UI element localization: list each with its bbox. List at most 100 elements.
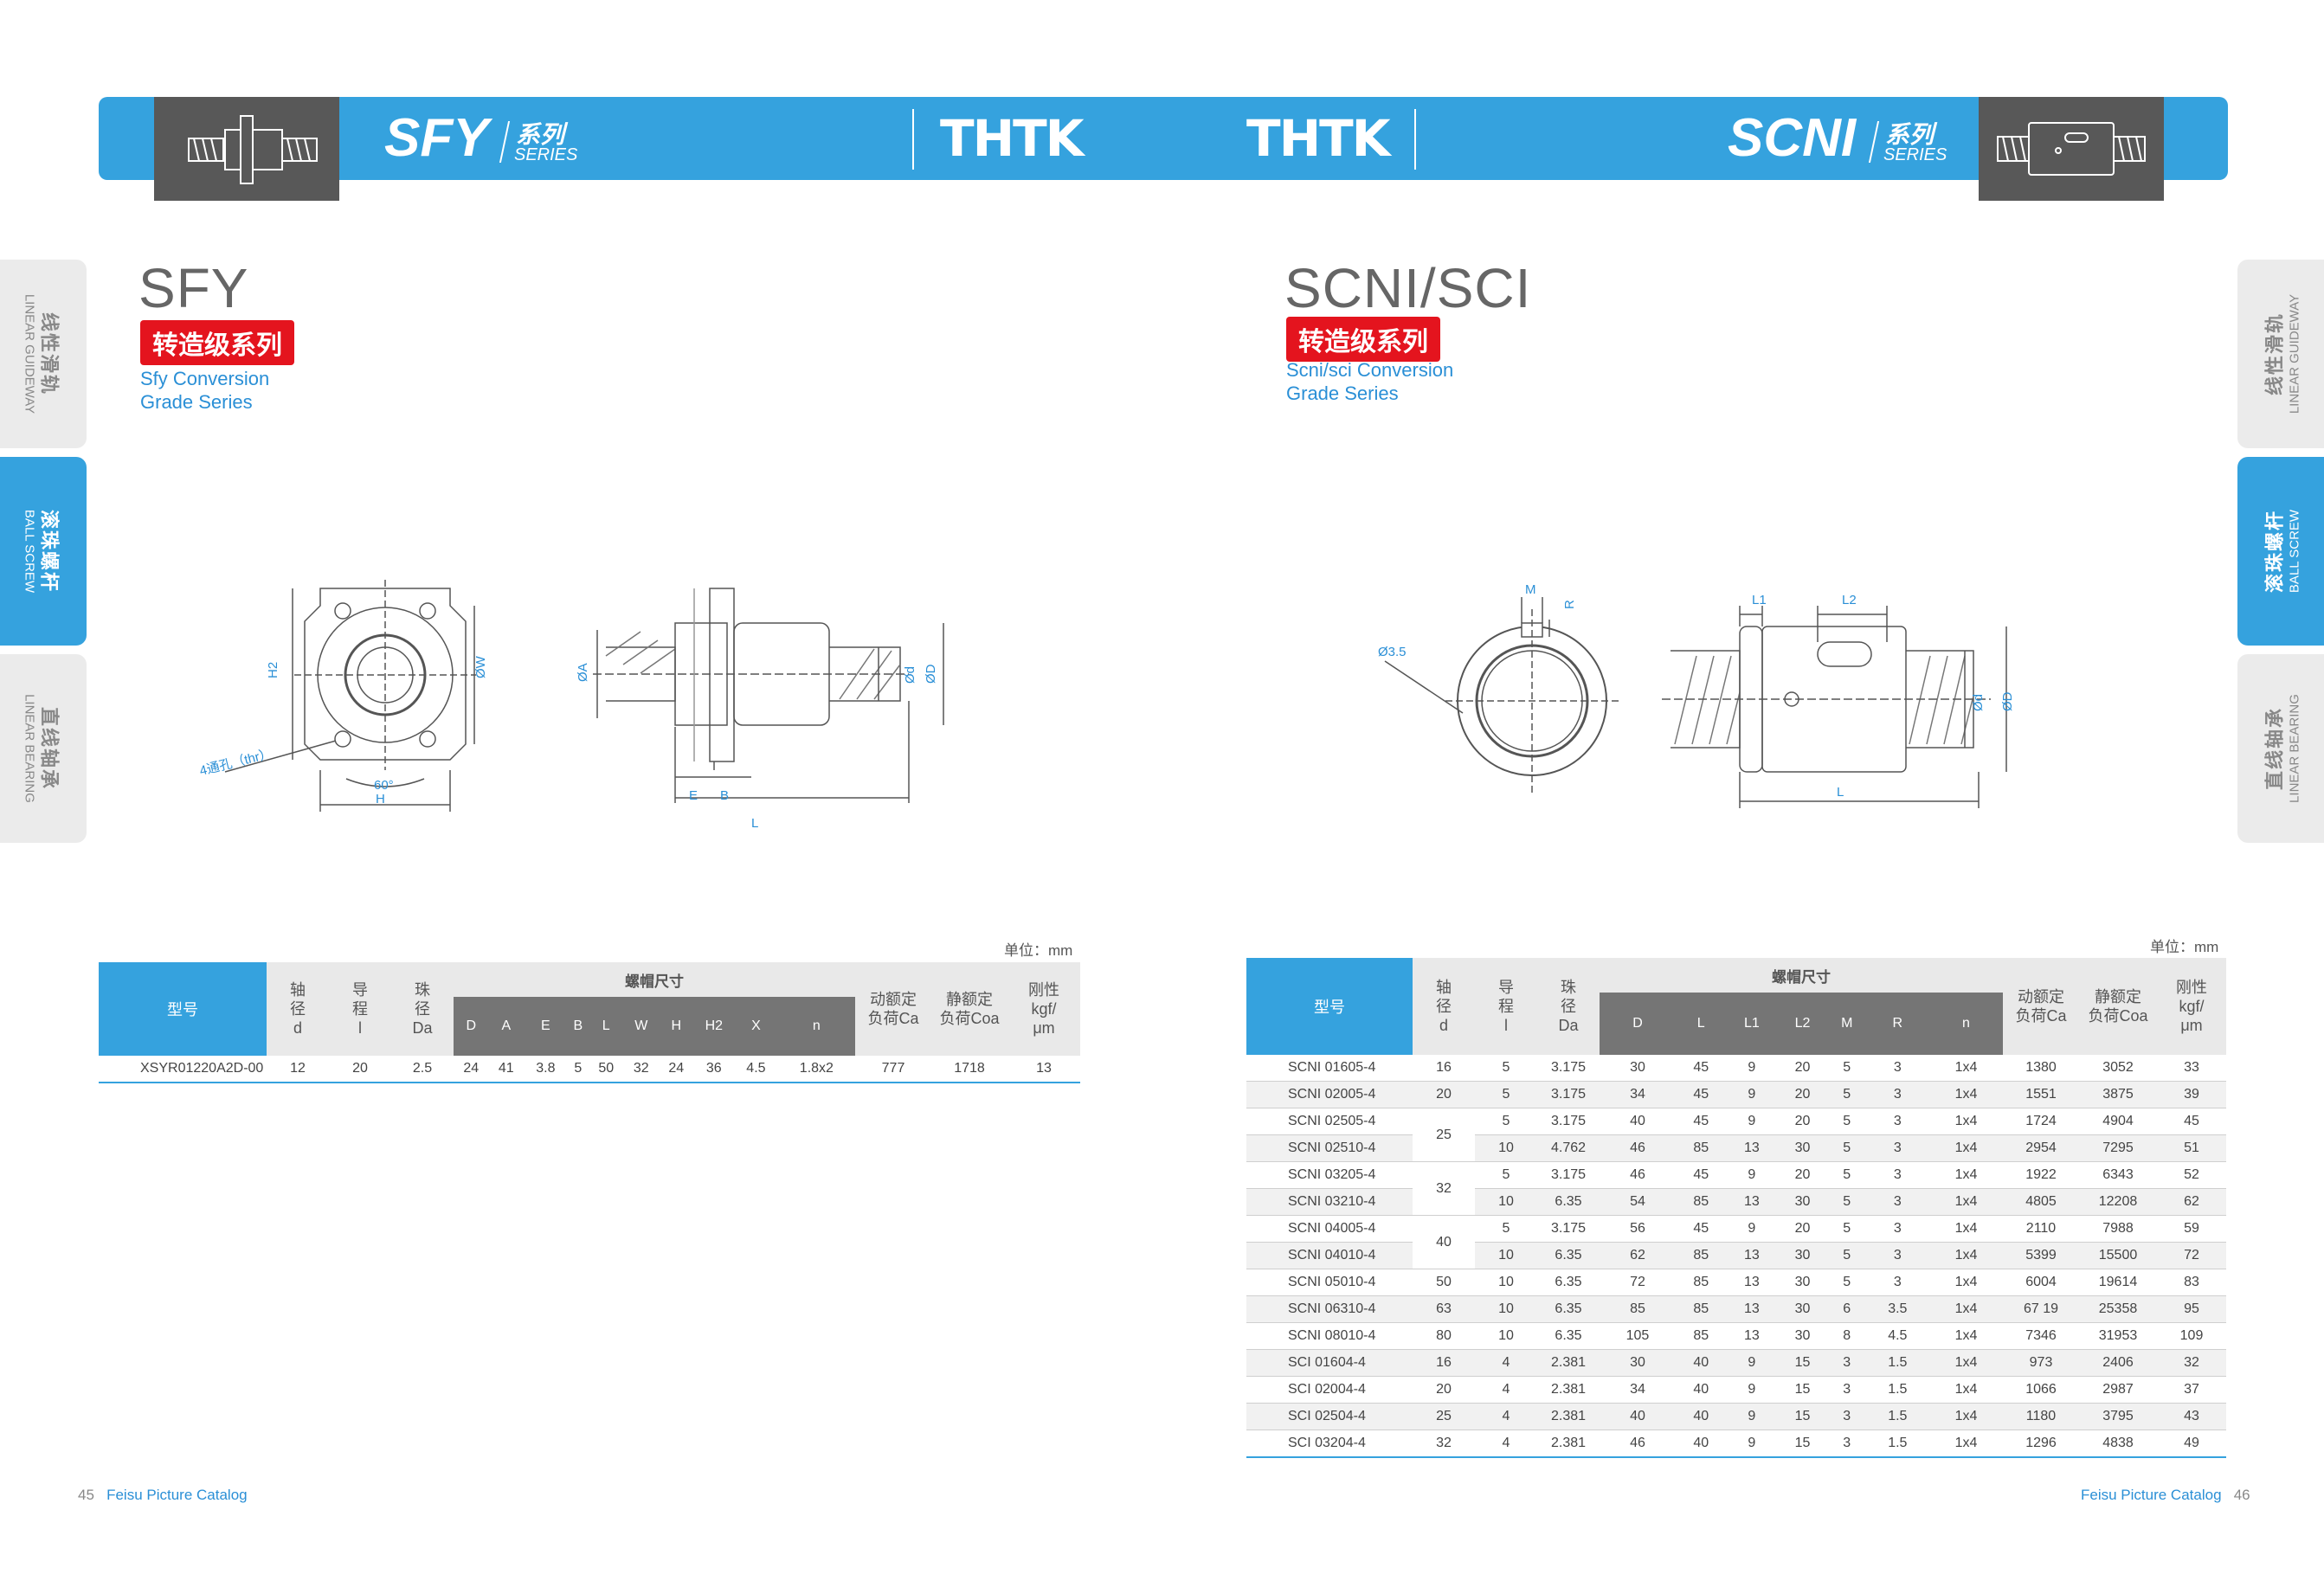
- brand-logo-right: THTK: [1246, 109, 1391, 168]
- header-text: 静额定: [946, 991, 993, 1008]
- table-cell: 85: [1675, 1242, 1727, 1269]
- table-cell: 7295: [2079, 1134, 2157, 1162]
- table-cell: 13: [1726, 1322, 1778, 1350]
- dim-col-header: n: [777, 997, 855, 1056]
- table-cell: 3: [1827, 1349, 1866, 1377]
- model-cell: SCI 03204-4: [1246, 1430, 1413, 1458]
- col-dynamic-load: 动额定负荷Ca: [855, 962, 931, 1056]
- col-static-load: 静额定负荷Coa: [931, 962, 1007, 1056]
- table-cell: 56: [1600, 1215, 1676, 1243]
- brand-logo-left: THTK: [940, 109, 1085, 168]
- table-cell: 4: [1475, 1376, 1537, 1404]
- table-cell: 52: [2157, 1161, 2226, 1189]
- table-cell: 5: [1827, 1055, 1866, 1082]
- dim-col-header: E: [524, 997, 568, 1056]
- model-cell: SCNI 01605-4: [1246, 1055, 1413, 1082]
- table-cell: 25358: [2079, 1295, 2157, 1323]
- left-footer: 45 Feisu Picture Catalog: [78, 1487, 248, 1504]
- table-cell: 3: [1865, 1081, 1929, 1108]
- tab-label-en: LINEAR GUIDEWAY: [2287, 293, 2302, 414]
- col-static-load: 静额定负荷Coa: [2079, 958, 2157, 1055]
- table-cell: 19614: [2079, 1269, 2157, 1296]
- table-cell: 72: [2157, 1242, 2226, 1269]
- table-cell: 20: [329, 1056, 391, 1083]
- table-cell: 10: [1475, 1322, 1537, 1350]
- table-cell: 4.762: [1537, 1134, 1600, 1162]
- table-cell: 5: [1475, 1161, 1537, 1189]
- table-cell: 32: [1413, 1161, 1475, 1216]
- right-grade-badge: 转造级系列: [1286, 317, 1440, 362]
- header-text: 刚性: [1028, 981, 1059, 999]
- table-cell: 24: [454, 1056, 489, 1083]
- table-cell: 5: [1475, 1108, 1537, 1135]
- label-hole: 4通孔（thr）: [198, 747, 274, 779]
- table-cell: 6: [1827, 1295, 1866, 1323]
- model-cell: SCNI 05010-4: [1246, 1269, 1413, 1296]
- table-cell: 1x4: [1928, 1161, 2003, 1189]
- table-cell: 3.175: [1537, 1108, 1600, 1135]
- table-cell: 67 19: [2003, 1295, 2079, 1323]
- table-cell: 59: [2157, 1215, 2226, 1243]
- table-cell: 3.175: [1537, 1215, 1600, 1243]
- table-cell: 1.5: [1865, 1349, 1929, 1377]
- header-text: μm: [2180, 1017, 2203, 1034]
- table-cell: 45: [1675, 1161, 1727, 1189]
- subtitle-line: Grade Series: [1286, 382, 1399, 404]
- table-cell: 1x4: [1928, 1081, 2003, 1108]
- table-cell: 6.35: [1537, 1242, 1600, 1269]
- label-d-big: ØD: [2000, 691, 2015, 711]
- table-cell: 9: [1726, 1376, 1778, 1404]
- table-cell: 5399: [2003, 1242, 2079, 1269]
- table-cell: 32: [2157, 1349, 2226, 1377]
- col-model: 型号: [99, 962, 267, 1056]
- model-cell: SCI 02504-4: [1246, 1403, 1413, 1430]
- dim-col-header: B: [567, 997, 589, 1056]
- table-cell: 95: [2157, 1295, 2226, 1323]
- table-cell: 63: [1413, 1295, 1475, 1323]
- tab-label-en: LINEAR BEARING: [2287, 694, 2302, 803]
- table-cell: 2.381: [1537, 1376, 1600, 1404]
- table-cell: 45: [1675, 1215, 1727, 1243]
- table-cell: 4: [1475, 1403, 1537, 1430]
- subtitle-line: Sfy Conversion: [140, 368, 270, 389]
- model-cell: SCNI 02505-4: [1246, 1108, 1413, 1135]
- table-cell: 49: [2157, 1430, 2226, 1458]
- table-cell: 12208: [2079, 1188, 2157, 1216]
- header-text: 径: [415, 1000, 430, 1018]
- table-cell: 3.5: [1865, 1295, 1929, 1323]
- table-cell: 46: [1600, 1430, 1676, 1458]
- divider: [912, 109, 914, 170]
- table-cell: 5: [1475, 1055, 1537, 1082]
- table-cell: 9: [1726, 1349, 1778, 1377]
- sfy-product-icon: [154, 97, 339, 201]
- table-cell: 3: [1827, 1376, 1866, 1404]
- table-cell: 973: [2003, 1349, 2079, 1377]
- table-cell: 1.8x2: [777, 1056, 855, 1083]
- page-number: 45: [78, 1487, 94, 1503]
- dim-col-header: A: [488, 997, 525, 1056]
- table-cell: 39: [2157, 1081, 2226, 1108]
- left-grade-badge: 转造级系列: [140, 320, 294, 365]
- header-text: 负荷Coa: [939, 1010, 1000, 1027]
- table-cell: 13: [1726, 1188, 1778, 1216]
- right-series-title: SCNI: [1728, 108, 1857, 168]
- table-cell: 16: [1413, 1055, 1475, 1082]
- left-page-title: SFY: [138, 257, 249, 319]
- table-cell: 20: [1777, 1108, 1828, 1135]
- table-cell: 80: [1413, 1322, 1475, 1350]
- table-cell: 85: [1675, 1188, 1727, 1216]
